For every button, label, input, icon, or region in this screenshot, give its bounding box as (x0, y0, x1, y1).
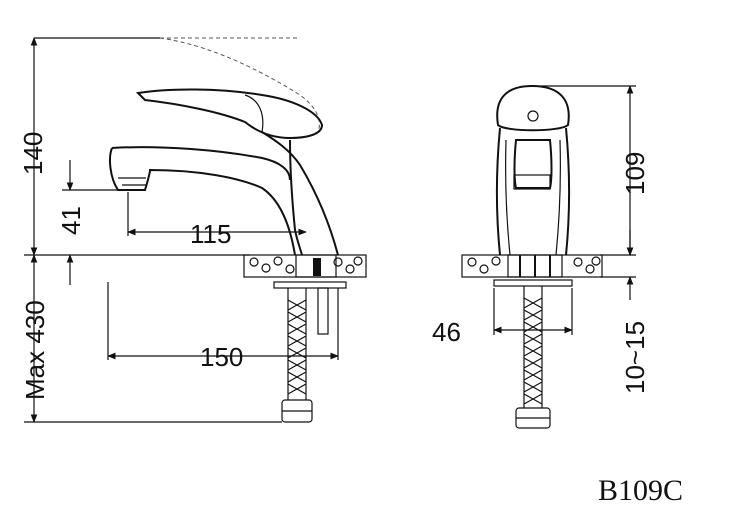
dim-body-height: 109 (620, 152, 650, 195)
side-view: 140 41 115 Max 430 150 (18, 37, 367, 423)
dim-mount-thickness: 10~15 (620, 321, 650, 394)
front-view: 109 46 10~15 (432, 84, 650, 429)
dim-spout-reach: 115 (190, 219, 231, 249)
counter-slab-front (461, 254, 603, 278)
hose-side (281, 288, 313, 423)
dim-base-to-hose: 150 (200, 342, 243, 372)
dim-height-total: 140 (18, 132, 48, 175)
counter-texture-side (249, 256, 363, 274)
hose-front (515, 286, 551, 429)
dim-base-width: 46 (432, 317, 461, 347)
model-number: B109C (598, 474, 683, 507)
counter-texture-front (467, 256, 601, 274)
dim-hose-length: Max 430 (20, 300, 50, 400)
dim-spout-height: 41 (56, 206, 86, 235)
